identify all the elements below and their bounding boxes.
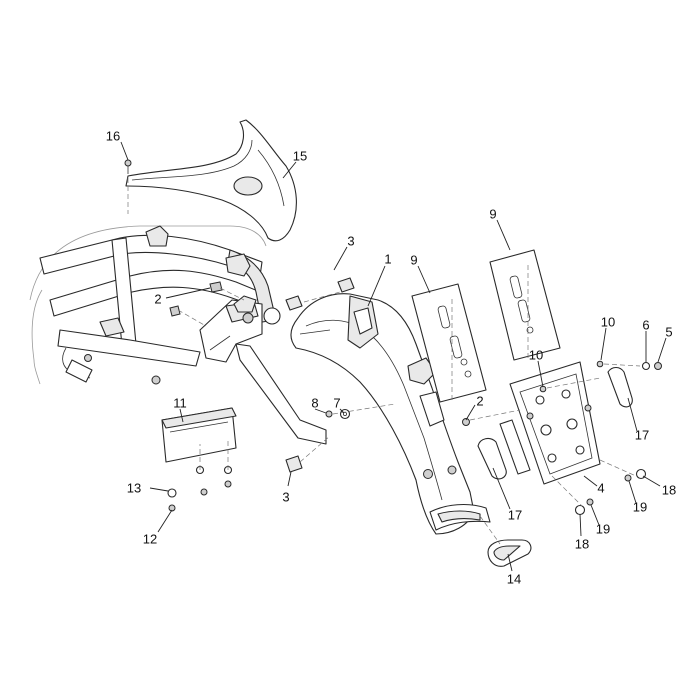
leader-line-c4 (583, 475, 598, 487)
part-3-clips-upper (285, 277, 355, 311)
leader-line-c10b (537, 360, 544, 388)
callout-c1: 1 (384, 251, 391, 266)
part-11-bracket (161, 407, 237, 463)
leader-line-c14 (507, 553, 513, 572)
leader-line-c19a (628, 480, 637, 504)
callout-c2b: 2 (476, 393, 483, 408)
part-3-clip-lower (285, 455, 303, 473)
callout-c4: 4 (597, 480, 604, 495)
leader-line-c3b (287, 471, 292, 487)
leader-line-c18a (642, 475, 661, 487)
callout-c12: 12 (143, 531, 157, 546)
part-1-rear-fender (290, 293, 491, 535)
callout-c6: 6 (642, 317, 649, 332)
leader-line-c18b (579, 513, 582, 537)
leader-line-c9b (417, 265, 431, 294)
leader-line-c10a (600, 327, 607, 361)
leader-line-c1 (367, 265, 386, 307)
callout-c16: 16 (106, 128, 120, 143)
callout-c17a: 17 (635, 427, 649, 442)
callout-c11: 11 (173, 395, 187, 410)
part-17-gasket-right (607, 366, 633, 408)
part-8-7-washers (325, 408, 351, 420)
leader-line-c17b (492, 467, 511, 510)
callout-c7: 7 (333, 395, 340, 410)
callout-c18a: 18 (662, 482, 676, 497)
leader-line-c2b (465, 404, 476, 421)
rear-subframe (39, 225, 277, 385)
part-9-panel-left (411, 283, 487, 403)
leader-line-c5 (657, 337, 667, 363)
part-14-reflector (487, 539, 532, 567)
leader-line-c3a (333, 246, 348, 271)
part-9-panel-right (489, 249, 561, 361)
callout-c8: 8 (311, 395, 318, 410)
central-bracket (199, 295, 327, 445)
callout-c19b: 19 (596, 521, 610, 536)
callout-c3a: 3 (347, 233, 354, 248)
callout-c10b: 10 (529, 347, 543, 362)
leader-line-c9a (496, 219, 511, 251)
callout-c17b: 17 (508, 507, 522, 522)
callout-c19a: 19 (633, 499, 647, 514)
part-16-screw (124, 159, 132, 174)
callout-c2a: 2 (154, 291, 161, 306)
part-2-screws (169, 281, 470, 426)
part-4-plate-holder (509, 361, 601, 485)
callout-c9a: 9 (489, 206, 496, 221)
leader-line-c8 (314, 408, 327, 414)
leader-line-c15 (282, 161, 297, 179)
part-17-gasket-center (477, 419, 531, 480)
part-15-tail-cowl (125, 119, 297, 242)
callout-c13: 13 (127, 480, 141, 495)
callout-c14: 14 (507, 571, 521, 586)
leader-line-c19b (590, 504, 600, 526)
callout-c10a: 10 (601, 314, 615, 329)
callout-c3b: 3 (282, 489, 289, 504)
part-13-12-fasteners (167, 465, 233, 512)
callout-c18b: 18 (575, 536, 589, 551)
leader-line-c12 (157, 509, 173, 533)
leader-line-c2a (165, 287, 211, 299)
leader-line-c17a (627, 397, 638, 432)
leader-line-c7 (339, 408, 345, 414)
leader-line-c16 (120, 141, 129, 161)
callout-c5: 5 (665, 324, 672, 339)
leader-line-c13 (149, 487, 169, 492)
callout-c15: 15 (293, 148, 307, 163)
leader-line-c11 (179, 408, 184, 423)
callout-c9b: 9 (410, 252, 417, 267)
